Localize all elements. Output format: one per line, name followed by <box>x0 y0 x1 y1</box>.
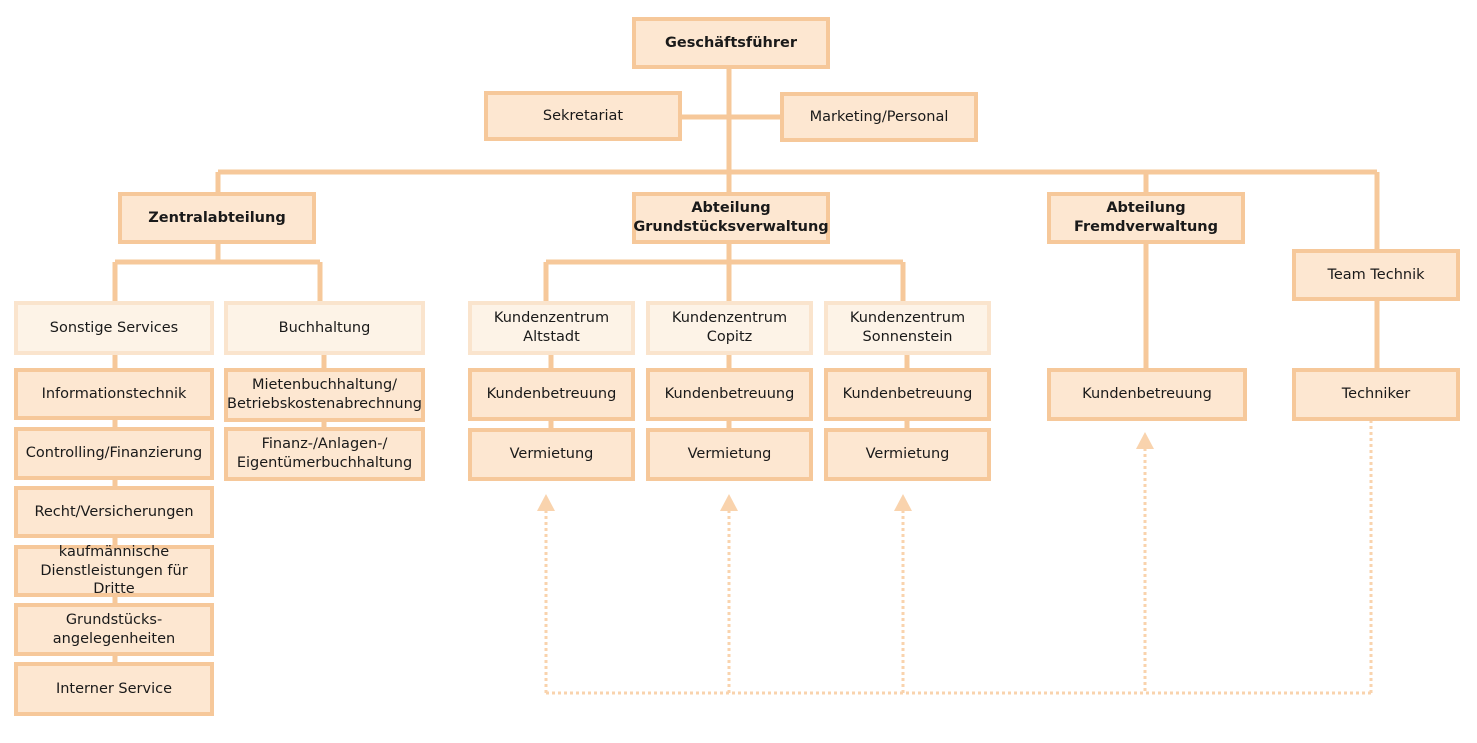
box-abteilung-grundstuecksverwaltung: Abteilung Grundstücksverwaltung <box>632 192 830 244</box>
arrowhead <box>537 494 555 511</box>
arrowheads <box>537 432 1154 511</box>
box-zentralabteilung: Zentralabteilung <box>118 192 316 244</box>
box-kundenbetreuung-sonnenstein: Kundenbetreuung <box>824 368 991 421</box>
box-grundstuecksangelegenheiten: Grundstücks- angelegenheiten <box>14 603 214 656</box>
box-kundenbetreuung-fremdverwaltung: Kundenbetreuung <box>1047 368 1247 421</box>
box-interner-service: Interner Service <box>14 662 214 716</box>
box-mietenbuchhaltung: Mietenbuchhaltung/ Betriebskostenabrechn… <box>224 368 425 422</box>
arrowhead <box>720 494 738 511</box>
box-vermietung-copitz: Vermietung <box>646 428 813 481</box>
box-informationstechnik: Informationstechnik <box>14 368 214 420</box>
box-geschaeftsfuehrer: Geschäftsführer <box>632 17 830 69</box>
box-team-technik: Team Technik <box>1292 249 1460 301</box>
arrowhead <box>1136 432 1154 449</box>
box-buchhaltung: Buchhaltung <box>224 301 425 355</box>
box-kundenzentrum-copitz: Kundenzentrum Copitz <box>646 301 813 355</box>
box-sekretariat: Sekretariat <box>484 91 682 141</box>
arrowhead <box>894 494 912 511</box>
box-vermietung-altstadt: Vermietung <box>468 428 635 481</box>
box-controlling-finanzierung: Controlling/Finanzierung <box>14 427 214 480</box>
box-kundenbetreuung-copitz: Kundenbetreuung <box>646 368 813 421</box>
box-vermietung-sonnenstein: Vermietung <box>824 428 991 481</box>
box-techniker: Techniker <box>1292 368 1460 421</box>
box-sonstige-services: Sonstige Services <box>14 301 214 355</box>
box-abteilung-fremdverwaltung: Abteilung Fremdverwaltung <box>1047 192 1245 244</box>
box-finanz-anlagen-eigentuemerbuchhaltung: Finanz-/Anlagen-/ Eigentümerbuchhaltung <box>224 427 425 481</box>
box-marketing-personal: Marketing/Personal <box>780 92 978 142</box>
dotted-connectors <box>544 420 1373 695</box>
box-kundenbetreuung-altstadt: Kundenbetreuung <box>468 368 635 421</box>
box-kundenzentrum-altstadt: Kundenzentrum Altstadt <box>468 301 635 355</box>
box-kundenzentrum-sonnenstein: Kundenzentrum Sonnenstein <box>824 301 991 355</box>
box-recht-versicherungen: Recht/Versicherungen <box>14 486 214 538</box>
box-kaufmaennische-dienstleistungen: kaufmännische Dienstleistungen für Dritt… <box>14 544 214 597</box>
